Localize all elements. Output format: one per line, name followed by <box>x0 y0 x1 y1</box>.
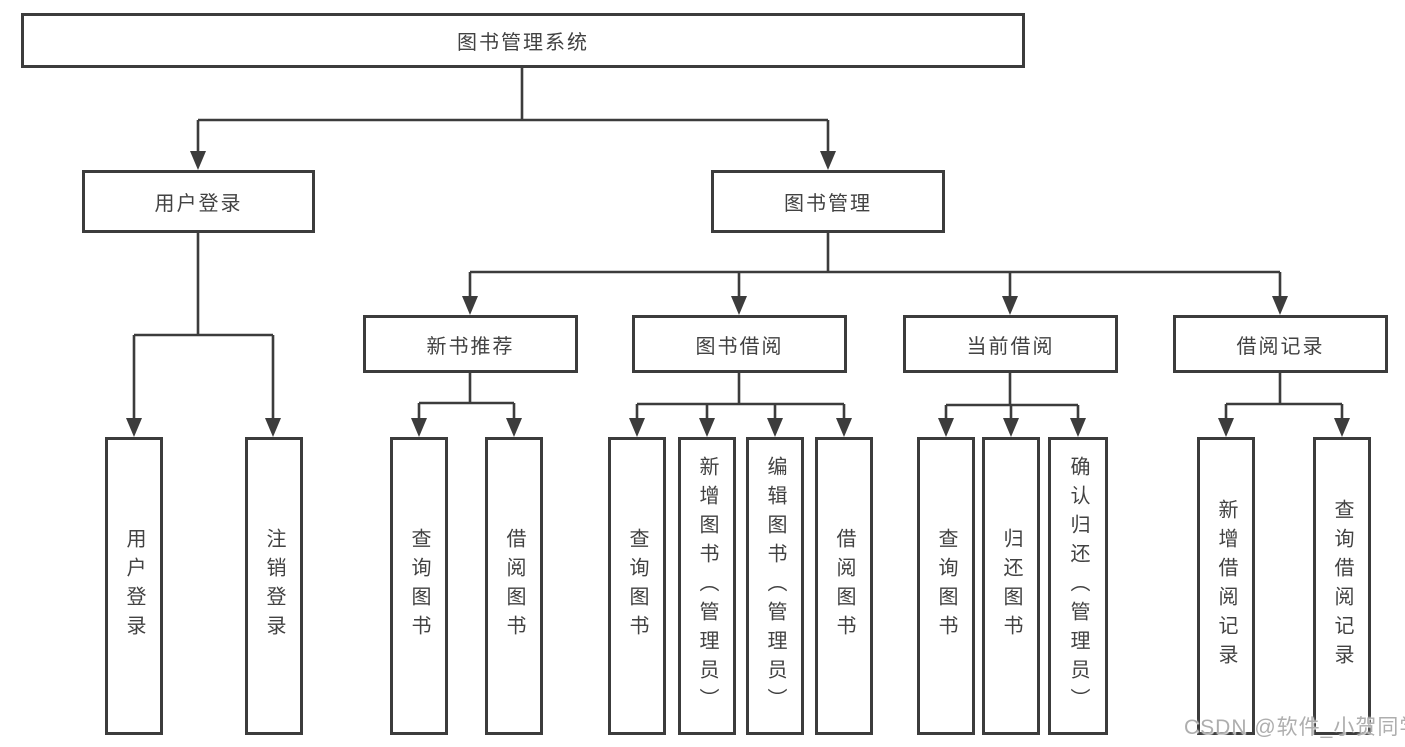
leaf-add-borrow-record: 新增借阅记录 <box>1197 437 1255 735</box>
node-label: 编辑图书（管理员） <box>764 455 786 717</box>
leaf-user-login: 用户登录 <box>105 437 163 735</box>
node-label: 借阅图书 <box>833 528 855 644</box>
node-borrowing-records: 借阅记录 <box>1173 315 1388 373</box>
leaf-borrow-books-recommend: 借阅图书 <box>485 437 543 735</box>
node-label: 图书借阅 <box>695 335 784 358</box>
leaf-query-books-recommend: 查询图书 <box>390 437 448 735</box>
node-label: 新书推荐 <box>426 335 515 358</box>
csdn-watermark: CSDN @软件_小贺同学 <box>1184 716 1405 739</box>
node-label: 用户登录 <box>154 193 243 215</box>
leaf-query-borrow-record: 查询借阅记录 <box>1313 437 1371 735</box>
node-current-borrowing: 当前借阅 <box>903 315 1118 373</box>
node-label: 新增借阅记录 <box>1215 499 1237 673</box>
node-label: 查询图书 <box>626 528 648 644</box>
leaf-add-books-admin: 新增图书（管理员） <box>678 437 736 735</box>
leaf-logout: 注销登录 <box>245 437 303 735</box>
arrowhead-icons <box>126 151 1350 437</box>
node-label: 归还图书 <box>1000 528 1022 644</box>
leaf-return-books: 归还图书 <box>982 437 1040 735</box>
leaf-confirm-return-admin: 确认归还（管理员） <box>1048 437 1108 735</box>
node-label: 当前借阅 <box>966 335 1055 358</box>
node-label: 查询借阅记录 <box>1331 499 1353 673</box>
node-user-login-branch: 用户登录 <box>82 170 315 233</box>
node-new-book-recommendation: 新书推荐 <box>363 315 578 373</box>
node-label: 新增图书（管理员） <box>696 455 718 717</box>
node-label: 确认归还（管理员） <box>1067 455 1089 717</box>
leaf-edit-books-admin: 编辑图书（管理员） <box>746 437 804 735</box>
node-label: 借阅记录 <box>1236 335 1325 358</box>
node-label: 借阅图书 <box>503 528 525 644</box>
leaf-query-books-current: 查询图书 <box>917 437 975 735</box>
leaf-borrow-books: 借阅图书 <box>815 437 873 735</box>
node-label: 图书管理 <box>784 193 872 215</box>
node-system-root: 图书管理系统 <box>21 13 1025 68</box>
node-label: 用户登录 <box>123 528 145 644</box>
node-label: 图书管理系统 <box>457 32 589 54</box>
tree-edges <box>132 68 1344 420</box>
node-label: 查询图书 <box>408 528 430 644</box>
node-book-borrowing: 图书借阅 <box>632 315 847 373</box>
node-book-management-branch: 图书管理 <box>711 170 945 233</box>
leaf-query-books-borrowing: 查询图书 <box>608 437 666 735</box>
node-label: 查询图书 <box>935 528 957 644</box>
node-label: 注销登录 <box>263 528 285 644</box>
